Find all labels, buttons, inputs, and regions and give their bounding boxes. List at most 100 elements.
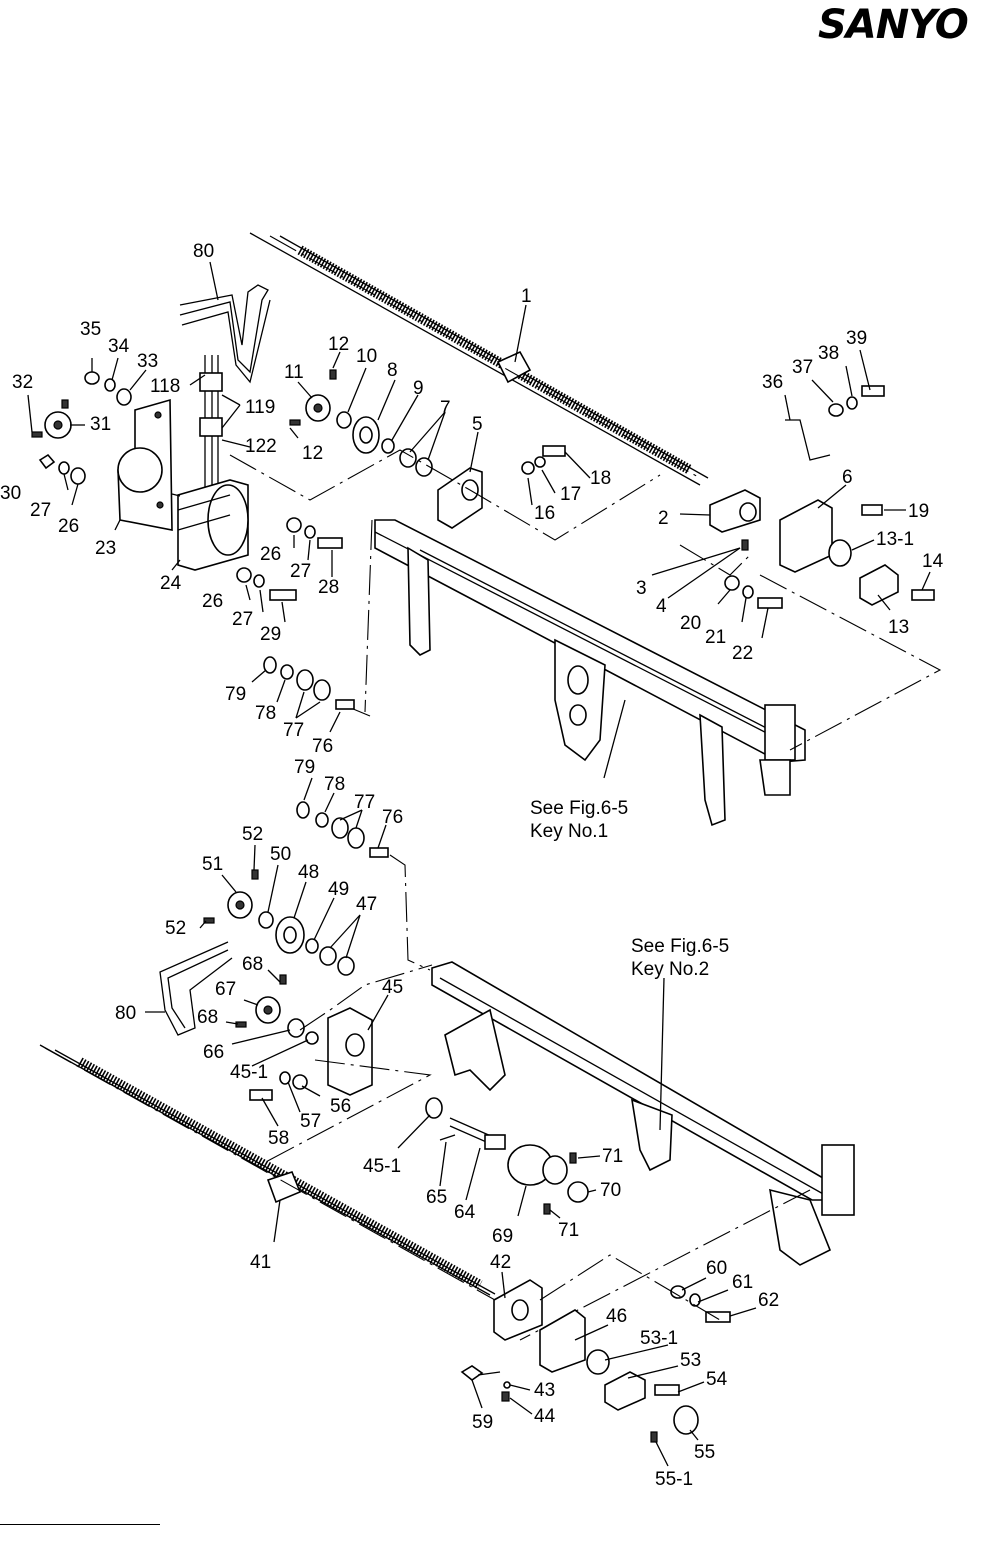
bearing-housing-45: [249, 964, 433, 1166]
callout-70: 70: [600, 1180, 621, 1201]
callout-8: 8: [387, 360, 398, 381]
callout-44: 44: [534, 1406, 556, 1427]
callout-57: 57: [300, 1111, 321, 1132]
callout-80-b: 80: [115, 1003, 136, 1024]
callout-30: 30: [0, 483, 21, 504]
callout-21: 21: [705, 627, 726, 648]
motor-bracket: [117, 398, 173, 531]
leader-lines: [27, 261, 931, 1467]
lower-frame: [431, 961, 855, 1341]
callout-67: 67: [215, 979, 236, 1000]
callout-78-a: 78: [255, 703, 276, 724]
callout-26-a: 26: [58, 516, 79, 537]
callout-60: 60: [706, 1258, 727, 1279]
callout-5: 5: [472, 414, 483, 435]
callout-2: 2: [658, 508, 669, 529]
callout-26-b: 26: [260, 544, 281, 565]
callout-27-c: 27: [232, 609, 253, 630]
reference-note-upper: See Fig.6-5 Key No.1: [530, 798, 629, 842]
callout-59: 59: [472, 1412, 493, 1433]
callout-62: 62: [758, 1290, 779, 1311]
callout-80: 80: [193, 241, 214, 262]
callout-68-b: 68: [197, 1007, 218, 1028]
callout-37: 37: [792, 357, 813, 378]
callout-1: 1: [521, 286, 532, 307]
pulley-assembly-upper: [289, 369, 433, 477]
callout-26-c: 26: [202, 591, 223, 612]
callout-41: 41: [250, 1252, 271, 1273]
callout-3: 3: [636, 578, 647, 599]
callout-51: 51: [202, 854, 223, 875]
callout-119: 119: [245, 397, 275, 418]
callout-34: 34: [108, 336, 130, 357]
callout-79-b: 79: [294, 757, 315, 778]
callout-76-a: 76: [312, 736, 333, 757]
callout-64: 64: [454, 1202, 476, 1223]
callout-66: 66: [203, 1042, 224, 1063]
callout-76-b: 76: [382, 807, 403, 828]
callout-33: 33: [137, 351, 158, 372]
callout-77-b: 77: [354, 792, 375, 813]
callout-65: 65: [426, 1187, 447, 1208]
timing-belt-lower: [159, 941, 233, 1036]
callout-45-1-b: 45-1: [363, 1156, 401, 1177]
callout-23: 23: [95, 538, 116, 559]
timing-belt-upper: [179, 284, 271, 384]
callout-20: 20: [680, 613, 701, 634]
callout-45: 45: [382, 977, 403, 998]
callout-43: 43: [534, 1380, 555, 1401]
callout-29: 29: [260, 624, 281, 645]
callout-19: 19: [908, 501, 929, 522]
callout-13: 13: [888, 617, 909, 638]
callout-7: 7: [440, 398, 451, 419]
callout-24: 24: [160, 573, 182, 594]
callout-31: 31: [90, 414, 111, 435]
bearing-housing-5: [437, 445, 566, 529]
callout-47: 47: [356, 894, 377, 915]
callout-53: 53: [680, 1350, 701, 1371]
callout-18: 18: [590, 468, 611, 489]
callout-38: 38: [818, 343, 839, 364]
callout-79-a: 79: [225, 684, 246, 705]
lower-right-hardware: [460, 1254, 731, 1443]
small-hardware-left: [38, 371, 343, 601]
callout-52-a: 52: [242, 824, 263, 845]
callout-39: 39: [846, 328, 867, 349]
callout-77-a: 77: [283, 720, 304, 741]
callout-56: 56: [330, 1096, 351, 1117]
pulley-67: [235, 974, 305, 1038]
footer-rule: [0, 1524, 160, 1525]
callout-28: 28: [318, 577, 339, 598]
callout-71-a: 71: [602, 1146, 623, 1167]
callout-32: 32: [12, 372, 33, 393]
callout-58: 58: [268, 1128, 289, 1149]
callout-118: 118: [150, 376, 180, 397]
callout-6: 6: [842, 467, 853, 488]
snap-ring-set-upper: [263, 656, 355, 710]
callout-55-1: 55-1: [655, 1469, 693, 1490]
callout-27-a: 27: [30, 500, 51, 521]
callout-36: 36: [762, 372, 783, 393]
callout-27-b: 27: [290, 561, 311, 582]
callout-54: 54: [706, 1369, 728, 1390]
callout-53-1: 53-1: [640, 1328, 678, 1349]
callout-4: 4: [656, 596, 667, 617]
callout-49: 49: [328, 879, 349, 900]
stepping-motor: [171, 479, 249, 571]
upper-right-hardware: [679, 385, 942, 751]
callout-17: 17: [560, 484, 581, 505]
callout-68-a: 68: [242, 954, 263, 975]
upper-frame: [374, 519, 806, 827]
callout-16: 16: [534, 503, 555, 524]
reference-note-lower: See Fig.6-5 Key No.2: [631, 936, 730, 980]
callout-122: 122: [245, 436, 277, 457]
ball-screw-lower: [39, 1044, 496, 1301]
callout-13-1: 13-1: [876, 529, 914, 550]
callout-50: 50: [270, 844, 291, 865]
callout-labels: 80 1 35 34 33 32 118 119 31 122 30 27 26…: [0, 241, 944, 1490]
pulley-31: [31, 399, 72, 439]
callout-45-1-a: 45-1: [230, 1062, 268, 1083]
callout-46: 46: [606, 1306, 627, 1327]
callout-35: 35: [80, 319, 101, 340]
